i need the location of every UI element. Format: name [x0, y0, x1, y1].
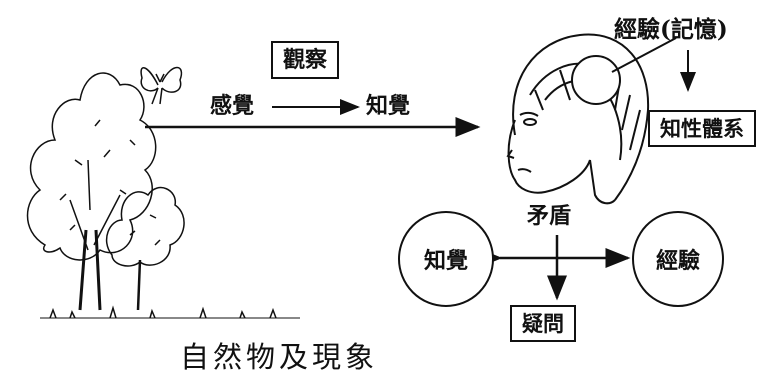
observe-box: 觀察	[271, 41, 340, 79]
perception-label: 知覺	[366, 93, 411, 119]
knowledge-system-box: 知性體系	[648, 110, 756, 147]
contradiction-label: 矛盾	[527, 203, 572, 229]
tree-illustration	[26, 72, 300, 319]
sensation-label: 感覺	[210, 93, 255, 119]
butterfly-icon	[140, 66, 183, 105]
experience-circle: 經驗	[632, 211, 724, 307]
brain-circle	[571, 55, 621, 105]
caption: 自然物及現象	[180, 340, 379, 374]
experience-circle-label: 經驗	[655, 248, 700, 274]
head-illustration	[506, 33, 650, 205]
experience-memory-label: 經驗(記憶)	[614, 16, 728, 43]
doubt-box: 疑問	[510, 305, 576, 342]
perception-circle-label: 知覺	[423, 248, 468, 274]
memory-pointer	[611, 37, 677, 73]
perception-circle: 知覺	[398, 211, 494, 307]
